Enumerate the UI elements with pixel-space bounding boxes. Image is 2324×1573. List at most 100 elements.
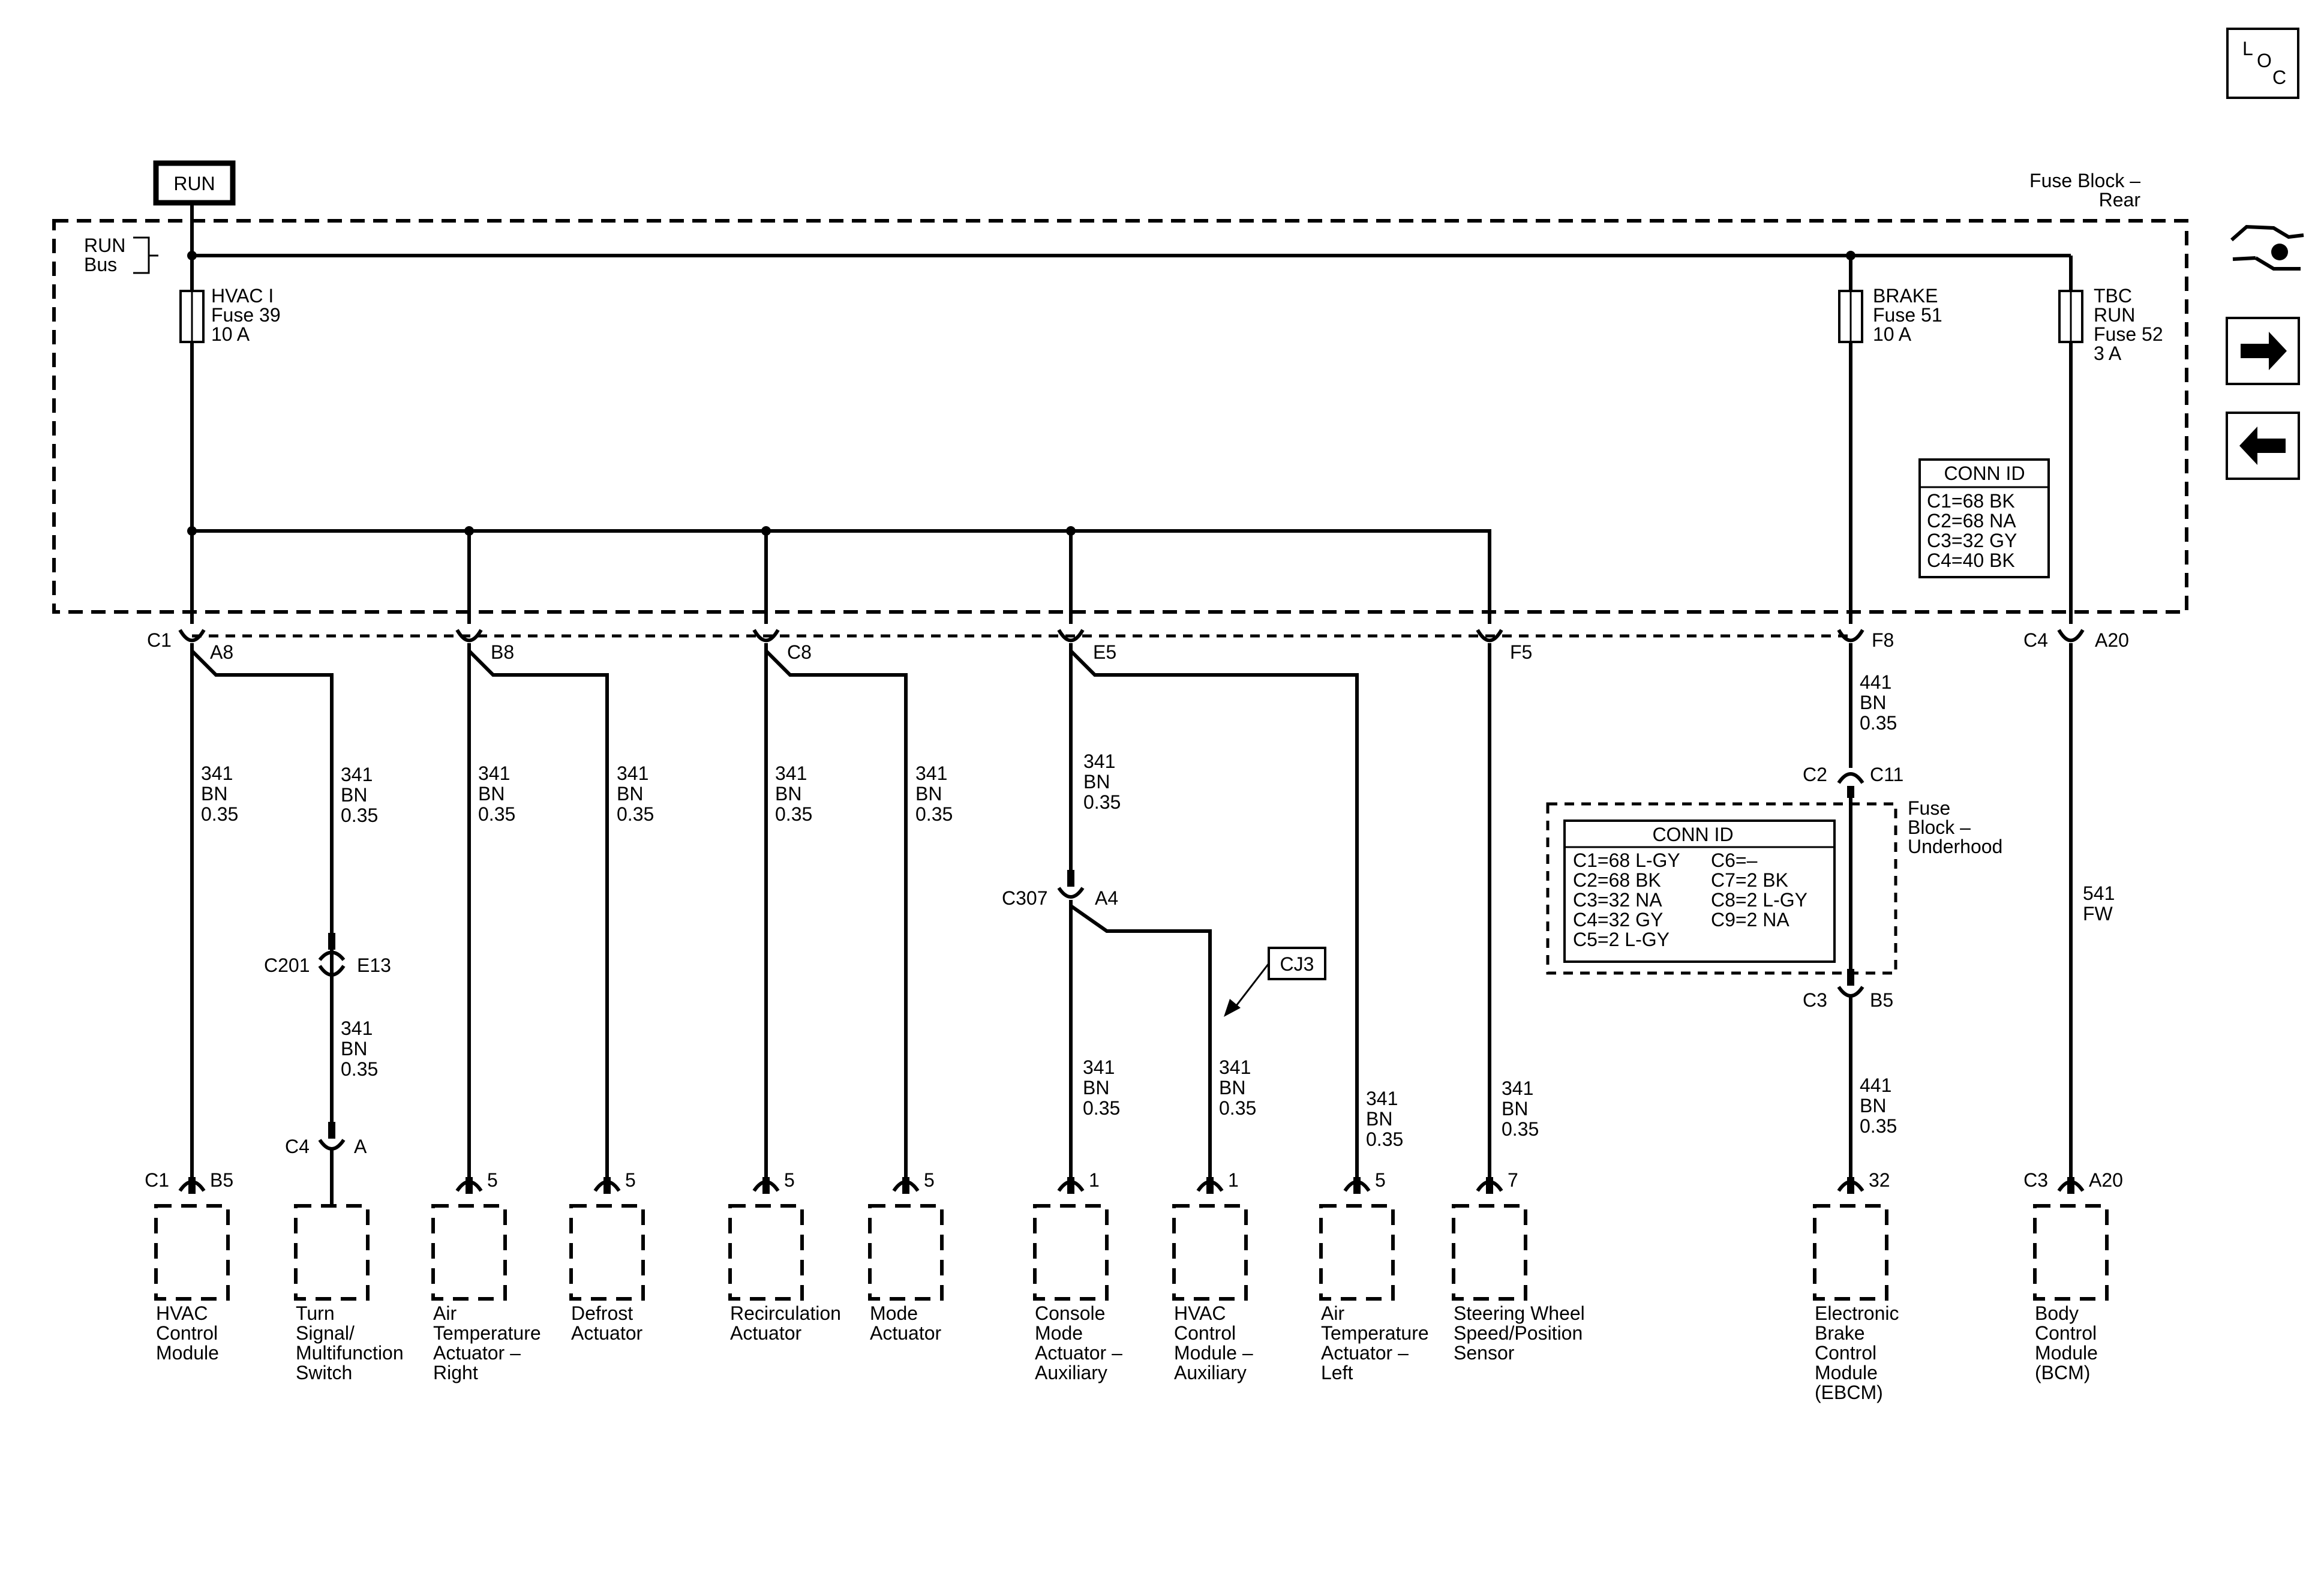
conn-id-underhood-line: C3=32 NA xyxy=(1573,889,1662,911)
wire-label: 0.35 xyxy=(478,803,515,825)
component-name: Auxiliary xyxy=(1035,1362,1107,1383)
connector-c4-mid-label: C4 xyxy=(285,1136,310,1157)
fuse-tbc: TBC RUN Fuse 52 3 A xyxy=(2058,256,2163,364)
fuse-tbc-name: TBC xyxy=(2094,285,2132,307)
wire-label: 341 xyxy=(1502,1077,1533,1099)
wire-label: 341 xyxy=(915,763,947,784)
loc-l-text: L xyxy=(2242,38,2253,59)
component-box xyxy=(1033,1204,1109,1301)
connector-c2-label: C2 xyxy=(1803,764,1827,785)
component-pin xyxy=(1206,1177,1214,1194)
component-name: Recirculation xyxy=(730,1302,841,1324)
wire-label: 441 xyxy=(1860,671,1891,693)
component-pin xyxy=(1353,1177,1361,1194)
wire-label: 341 xyxy=(1366,1088,1398,1109)
component-box xyxy=(1319,1204,1395,1301)
wire-label: BN xyxy=(341,784,367,806)
wire-label: 341 xyxy=(478,763,510,784)
conn-id-underhood-line: C1=68 L-GY xyxy=(1573,849,1680,871)
component-pin xyxy=(2067,1177,2074,1194)
component-box xyxy=(2033,1204,2109,1301)
fuse-block-underhood-outline xyxy=(1546,802,1897,975)
conn-id-rear-line: C3=32 GY xyxy=(1927,530,2017,551)
component-box xyxy=(1452,1204,1527,1301)
component-pin-label: 32 xyxy=(1869,1169,1890,1191)
wire-label: 0.35 xyxy=(775,803,812,825)
wire-label: BN xyxy=(478,783,505,804)
component-name: Sensor xyxy=(1454,1342,1515,1364)
component-box xyxy=(728,1204,804,1301)
connector-c8-label: C8 xyxy=(787,641,812,663)
component-name: Speed/Position xyxy=(1454,1322,1583,1344)
conn-id-underhood-line: C5=2 L-GY xyxy=(1573,929,1670,950)
conn-id-underhood-line: C4=32 GY xyxy=(1573,909,1663,930)
component-name: HVAC xyxy=(156,1302,208,1324)
wire-label: BN xyxy=(1083,771,1110,792)
conn-id-rear-line: C1=68 BK xyxy=(1927,490,2015,512)
fuse-block-underhood-label: Fuse xyxy=(1908,797,1950,819)
loc-icon[interactable]: L O C xyxy=(2226,28,2299,99)
run-label-box: RUN xyxy=(153,160,236,206)
component-name: Module – xyxy=(1174,1342,1253,1364)
component-name: Multifunction xyxy=(296,1342,404,1364)
fuse-tbc-number: Fuse 52 xyxy=(2094,323,2163,345)
fuse-brake: BRAKE Fuse 51 10 A xyxy=(1838,256,1942,345)
component-pin-label: 1 xyxy=(1228,1169,1239,1191)
connector-e5-label: E5 xyxy=(1093,641,1116,663)
wire-label: 0.35 xyxy=(1083,1097,1120,1119)
wire-label: BN xyxy=(341,1038,367,1059)
fuse-block-rear-label: Fuse Block – xyxy=(2029,170,2140,191)
connector-c4-label: C4 xyxy=(2023,629,2048,651)
component-name: Signal/ xyxy=(296,1322,355,1344)
wire-label: BN xyxy=(1860,1095,1886,1116)
component-name: Switch xyxy=(296,1362,352,1383)
wire-label: 0.35 xyxy=(201,803,238,825)
fuse-hvac-name: HVAC I xyxy=(211,285,274,307)
component-name: Left xyxy=(1321,1362,1353,1383)
wire-label: 441 xyxy=(1860,1074,1891,1096)
wire-label: 541 xyxy=(2083,882,2115,904)
connector-c1-label: C1 xyxy=(147,629,172,651)
inline-connectors xyxy=(318,772,1864,1151)
component-name: Module xyxy=(2035,1342,2098,1364)
component-pin-label: 5 xyxy=(784,1169,795,1191)
wire-label: 0.35 xyxy=(1860,712,1897,734)
component-name: Actuator – xyxy=(433,1342,521,1364)
connector-c3-mid-label: C3 xyxy=(1803,989,1827,1011)
wrench-car-icon[interactable] xyxy=(2230,224,2304,271)
component-pin xyxy=(1486,1177,1493,1194)
connector-f5-label: F5 xyxy=(1510,641,1532,663)
component-box xyxy=(431,1204,507,1301)
connector-f8-label: F8 xyxy=(1872,629,1894,651)
component-name: Control xyxy=(2035,1322,2097,1344)
arrow-left-button[interactable] xyxy=(2226,412,2300,480)
fuse-brake-name: BRAKE xyxy=(1873,285,1938,307)
component-connector-label: C1 xyxy=(145,1169,169,1191)
fuse-block-underhood-label-3: Underhood xyxy=(1908,836,2002,857)
arrow-right-button[interactable] xyxy=(2226,317,2300,385)
component-name: Electronic xyxy=(1815,1302,1899,1324)
conn-id-rear-table: CONN ID C1=68 BK C2=68 NA C3=32 GY C4=40… xyxy=(1918,458,2050,578)
conn-id-rear-line: C4=40 BK xyxy=(1927,550,2015,571)
fuse-brake-rating: 10 A xyxy=(1873,323,1912,345)
component-name: Mode xyxy=(1035,1322,1083,1344)
component-pin-label: 7 xyxy=(1508,1169,1518,1191)
wire-label: BN xyxy=(915,783,942,804)
wire-label: 341 xyxy=(341,764,373,785)
cj3-label: CJ3 xyxy=(1280,953,1314,975)
component-box xyxy=(569,1204,645,1301)
connector-e13-label: E13 xyxy=(357,954,391,976)
component-pin xyxy=(188,1177,196,1194)
